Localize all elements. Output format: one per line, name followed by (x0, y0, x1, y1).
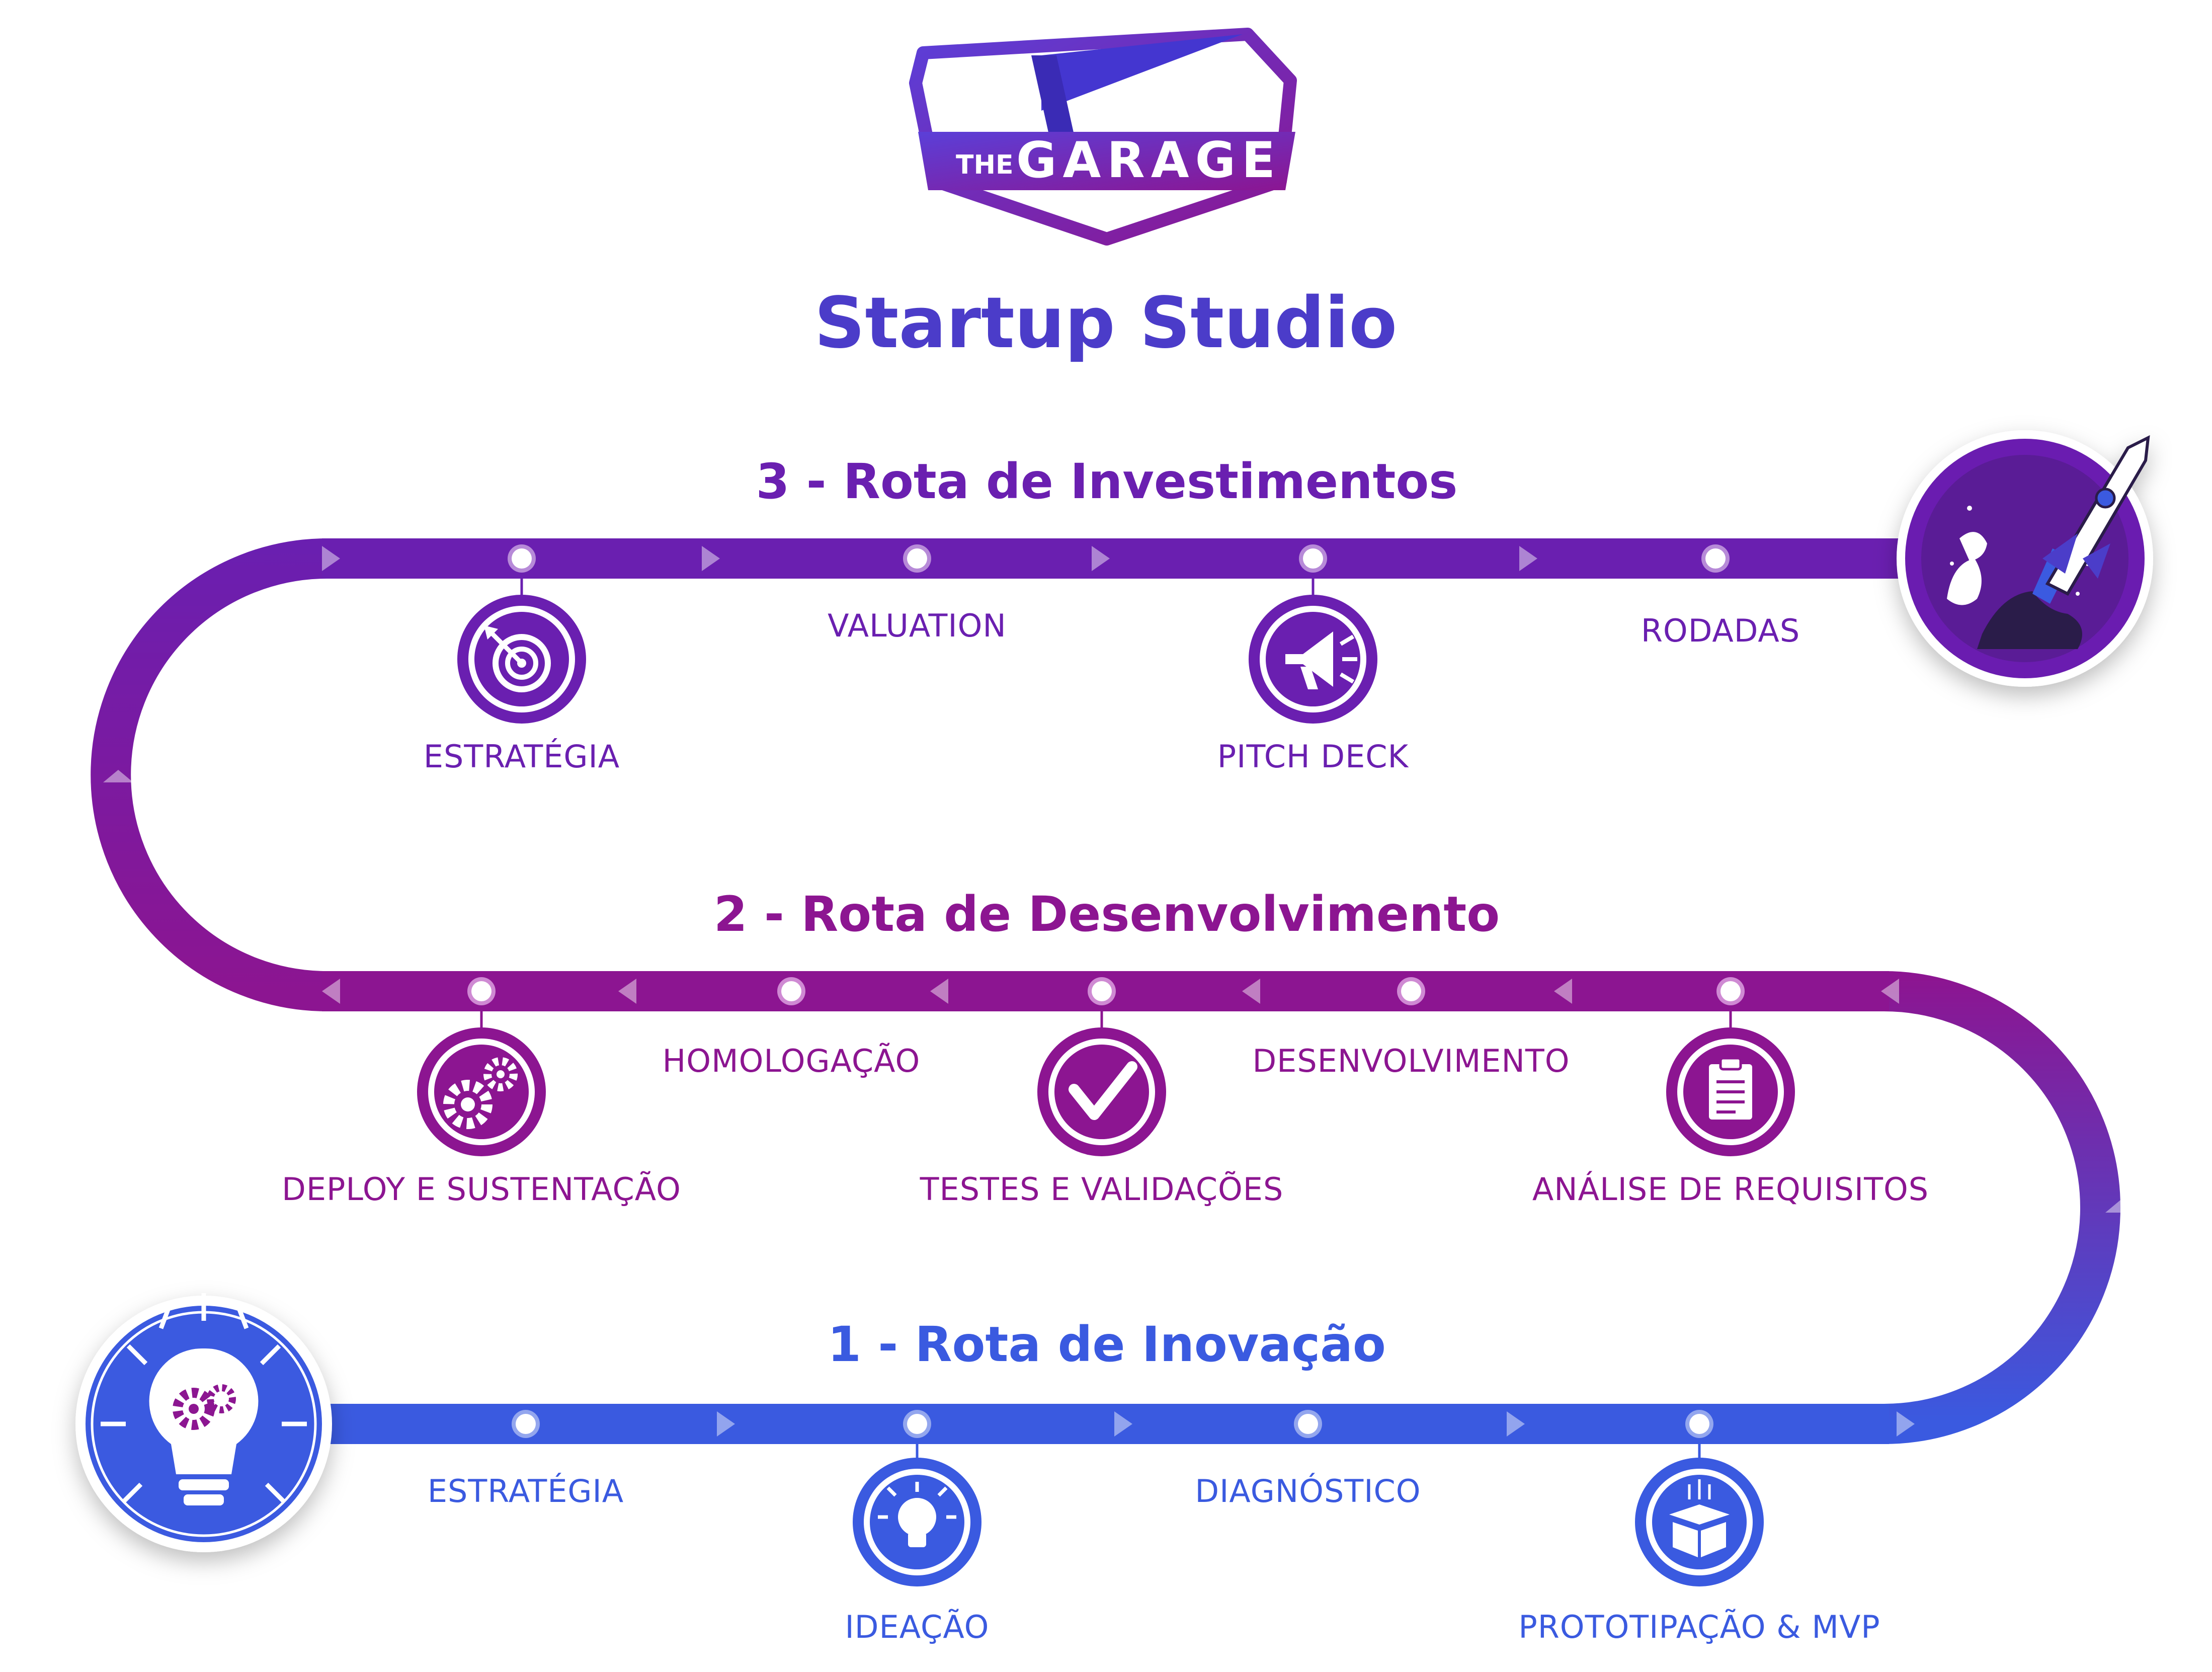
logo-garage-text: GARAGE (1016, 132, 1281, 189)
box-icon (1635, 1458, 1764, 1586)
direction-arrows (103, 546, 2136, 1437)
route-3-item-label: PITCH DECK (1217, 738, 1409, 775)
route-2-item-label: DESENVOLVIMENTO (1252, 1043, 1570, 1079)
route-1-milestones: ESTRATÉGIA IDEAÇÃO DIAGNÓSTICO PROTOTIPA… (428, 1410, 1880, 1645)
route-2-item-label: ANÁLISE DE REQUISITOS (1532, 1170, 1929, 1208)
megaphone-icon (1249, 595, 1377, 724)
route-3-item-label: RODADAS (1641, 612, 1800, 649)
route-1-title: 1 - Rota de Inovação (828, 1316, 1386, 1373)
route-2-milestones: DEPLOY E SUSTENTAÇÃO HOMOLOGAÇÃO TESTES … (282, 977, 1929, 1208)
route-3-milestones: ESTRATÉGIA VALUATION PITCH DECK RODADAS (424, 544, 1800, 775)
logo-the-text: THE (956, 150, 1014, 180)
rocket-icon (1897, 430, 2153, 687)
target-icon (457, 595, 586, 724)
route-3-item-label: VALUATION (828, 607, 1007, 644)
route-2-item-label: DEPLOY E SUSTENTAÇÃO (282, 1171, 681, 1208)
checkmark-icon (1037, 1027, 1166, 1156)
route-3-title: 3 - Rota de Investimentos (756, 453, 1458, 510)
route-3-item-label: ESTRATÉGIA (424, 738, 620, 775)
route-2-item-label: TESTES E VALIDAÇÕES (920, 1171, 1284, 1208)
page-title: Startup Studio (814, 282, 1398, 364)
route-1-item-label: ESTRATÉGIA (428, 1473, 624, 1509)
route-1-item-label: IDEAÇÃO (845, 1609, 990, 1645)
clipboard-icon (1666, 1027, 1795, 1156)
gears-icon (417, 1027, 546, 1156)
route-1-item-label: PROTOTIPAÇÃO & MVP (1518, 1609, 1880, 1645)
the-garage-logo: THE GARAGE (909, 28, 1297, 246)
lightbulb-icon (853, 1458, 981, 1586)
route-2-item-label: HOMOLOGAÇÃO (663, 1043, 921, 1079)
route-1-item-label: DIAGNÓSTICO (1195, 1473, 1421, 1509)
lightbulb-gears-icon (75, 1293, 332, 1552)
route-2-title: 2 - Rota de Desenvolvimento (714, 886, 1500, 942)
